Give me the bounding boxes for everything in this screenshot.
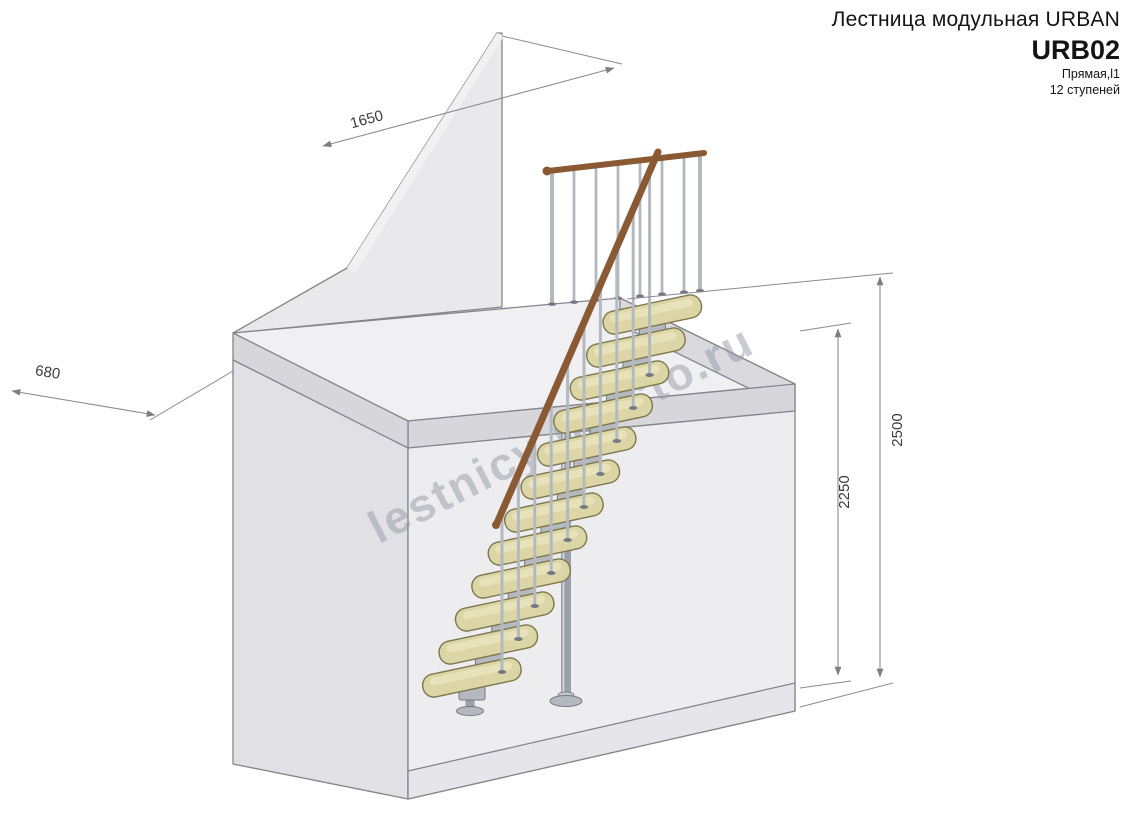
stair-balusters: [497, 171, 654, 674]
tread-highlight: [495, 529, 578, 554]
baluster-base: [497, 670, 507, 674]
tread-highlight: [528, 463, 611, 488]
stair-tread: [503, 492, 604, 533]
drawing-title: Лестница модульная URBAN: [831, 8, 1120, 31]
platform-handrail-end-knob: [542, 166, 552, 176]
stair-tread: [569, 360, 670, 401]
extension-line: [501, 35, 623, 65]
baluster-base: [548, 302, 556, 306]
step-count-label: 12 ступеней: [1049, 83, 1120, 98]
tread-highlight: [462, 595, 546, 620]
model-code: URB02: [1031, 35, 1120, 65]
extension-line: [149, 370, 234, 421]
dimension-2250: 2250: [799, 322, 853, 689]
stair-tread: [585, 327, 686, 368]
dimension-label: 2250: [836, 475, 853, 508]
tread-highlight: [544, 430, 628, 455]
dimension-label: 680: [34, 362, 61, 383]
dimension-line: [322, 66, 615, 148]
title-block: Лестница модульная URBAN URB02 Прямая,l1…: [832, 8, 1120, 99]
tread-highlight: [577, 364, 660, 389]
baluster-base: [570, 300, 578, 304]
tread-highlight: [593, 331, 677, 356]
tread-highlight: [610, 298, 693, 323]
dimension-line: [11, 389, 156, 417]
front-pole-base-flange: [456, 706, 484, 716]
tread-highlight: [446, 628, 529, 653]
baluster-base: [596, 472, 605, 476]
extension-line-bottom: [799, 680, 852, 689]
baluster-base: [579, 505, 589, 509]
stair-type-label: Прямая,l1: [1061, 67, 1120, 81]
tread-highlight: [479, 562, 562, 587]
stair-handrail-end-knob: [492, 521, 500, 529]
baluster-base: [645, 373, 654, 377]
baluster-base: [629, 406, 638, 410]
platform-railing: [542, 150, 707, 176]
extension-line-top: [799, 322, 852, 332]
dimension-2500: 2500: [626, 272, 906, 708]
baluster-base: [530, 604, 539, 608]
dimension-680: 680: [11, 362, 234, 421]
stair-tread: [520, 459, 621, 500]
gable-wall-face: [232, 32, 503, 334]
tread-highlight: [511, 496, 595, 521]
tread-highlight: [429, 661, 513, 686]
room-shell: [232, 32, 796, 800]
floor-strip: [407, 682, 796, 800]
baluster-base: [563, 538, 572, 542]
stair-railing: [492, 148, 662, 529]
platform-handrail: [545, 150, 707, 174]
dimension-label: 2500: [889, 413, 906, 446]
dimension-label: 1650: [349, 107, 386, 132]
stair-tread: [438, 624, 539, 665]
extension-line-top: [626, 272, 894, 300]
stair-tread: [487, 525, 588, 566]
pole-base-flange: [549, 695, 583, 707]
baluster-base: [612, 439, 621, 443]
tread-highlight: [561, 397, 644, 422]
stair-tread: [421, 657, 522, 698]
baluster-base: [514, 637, 523, 641]
baluster-base: [547, 571, 556, 575]
extension-line-bottom: [799, 682, 894, 708]
stair-handrail: [493, 148, 662, 527]
